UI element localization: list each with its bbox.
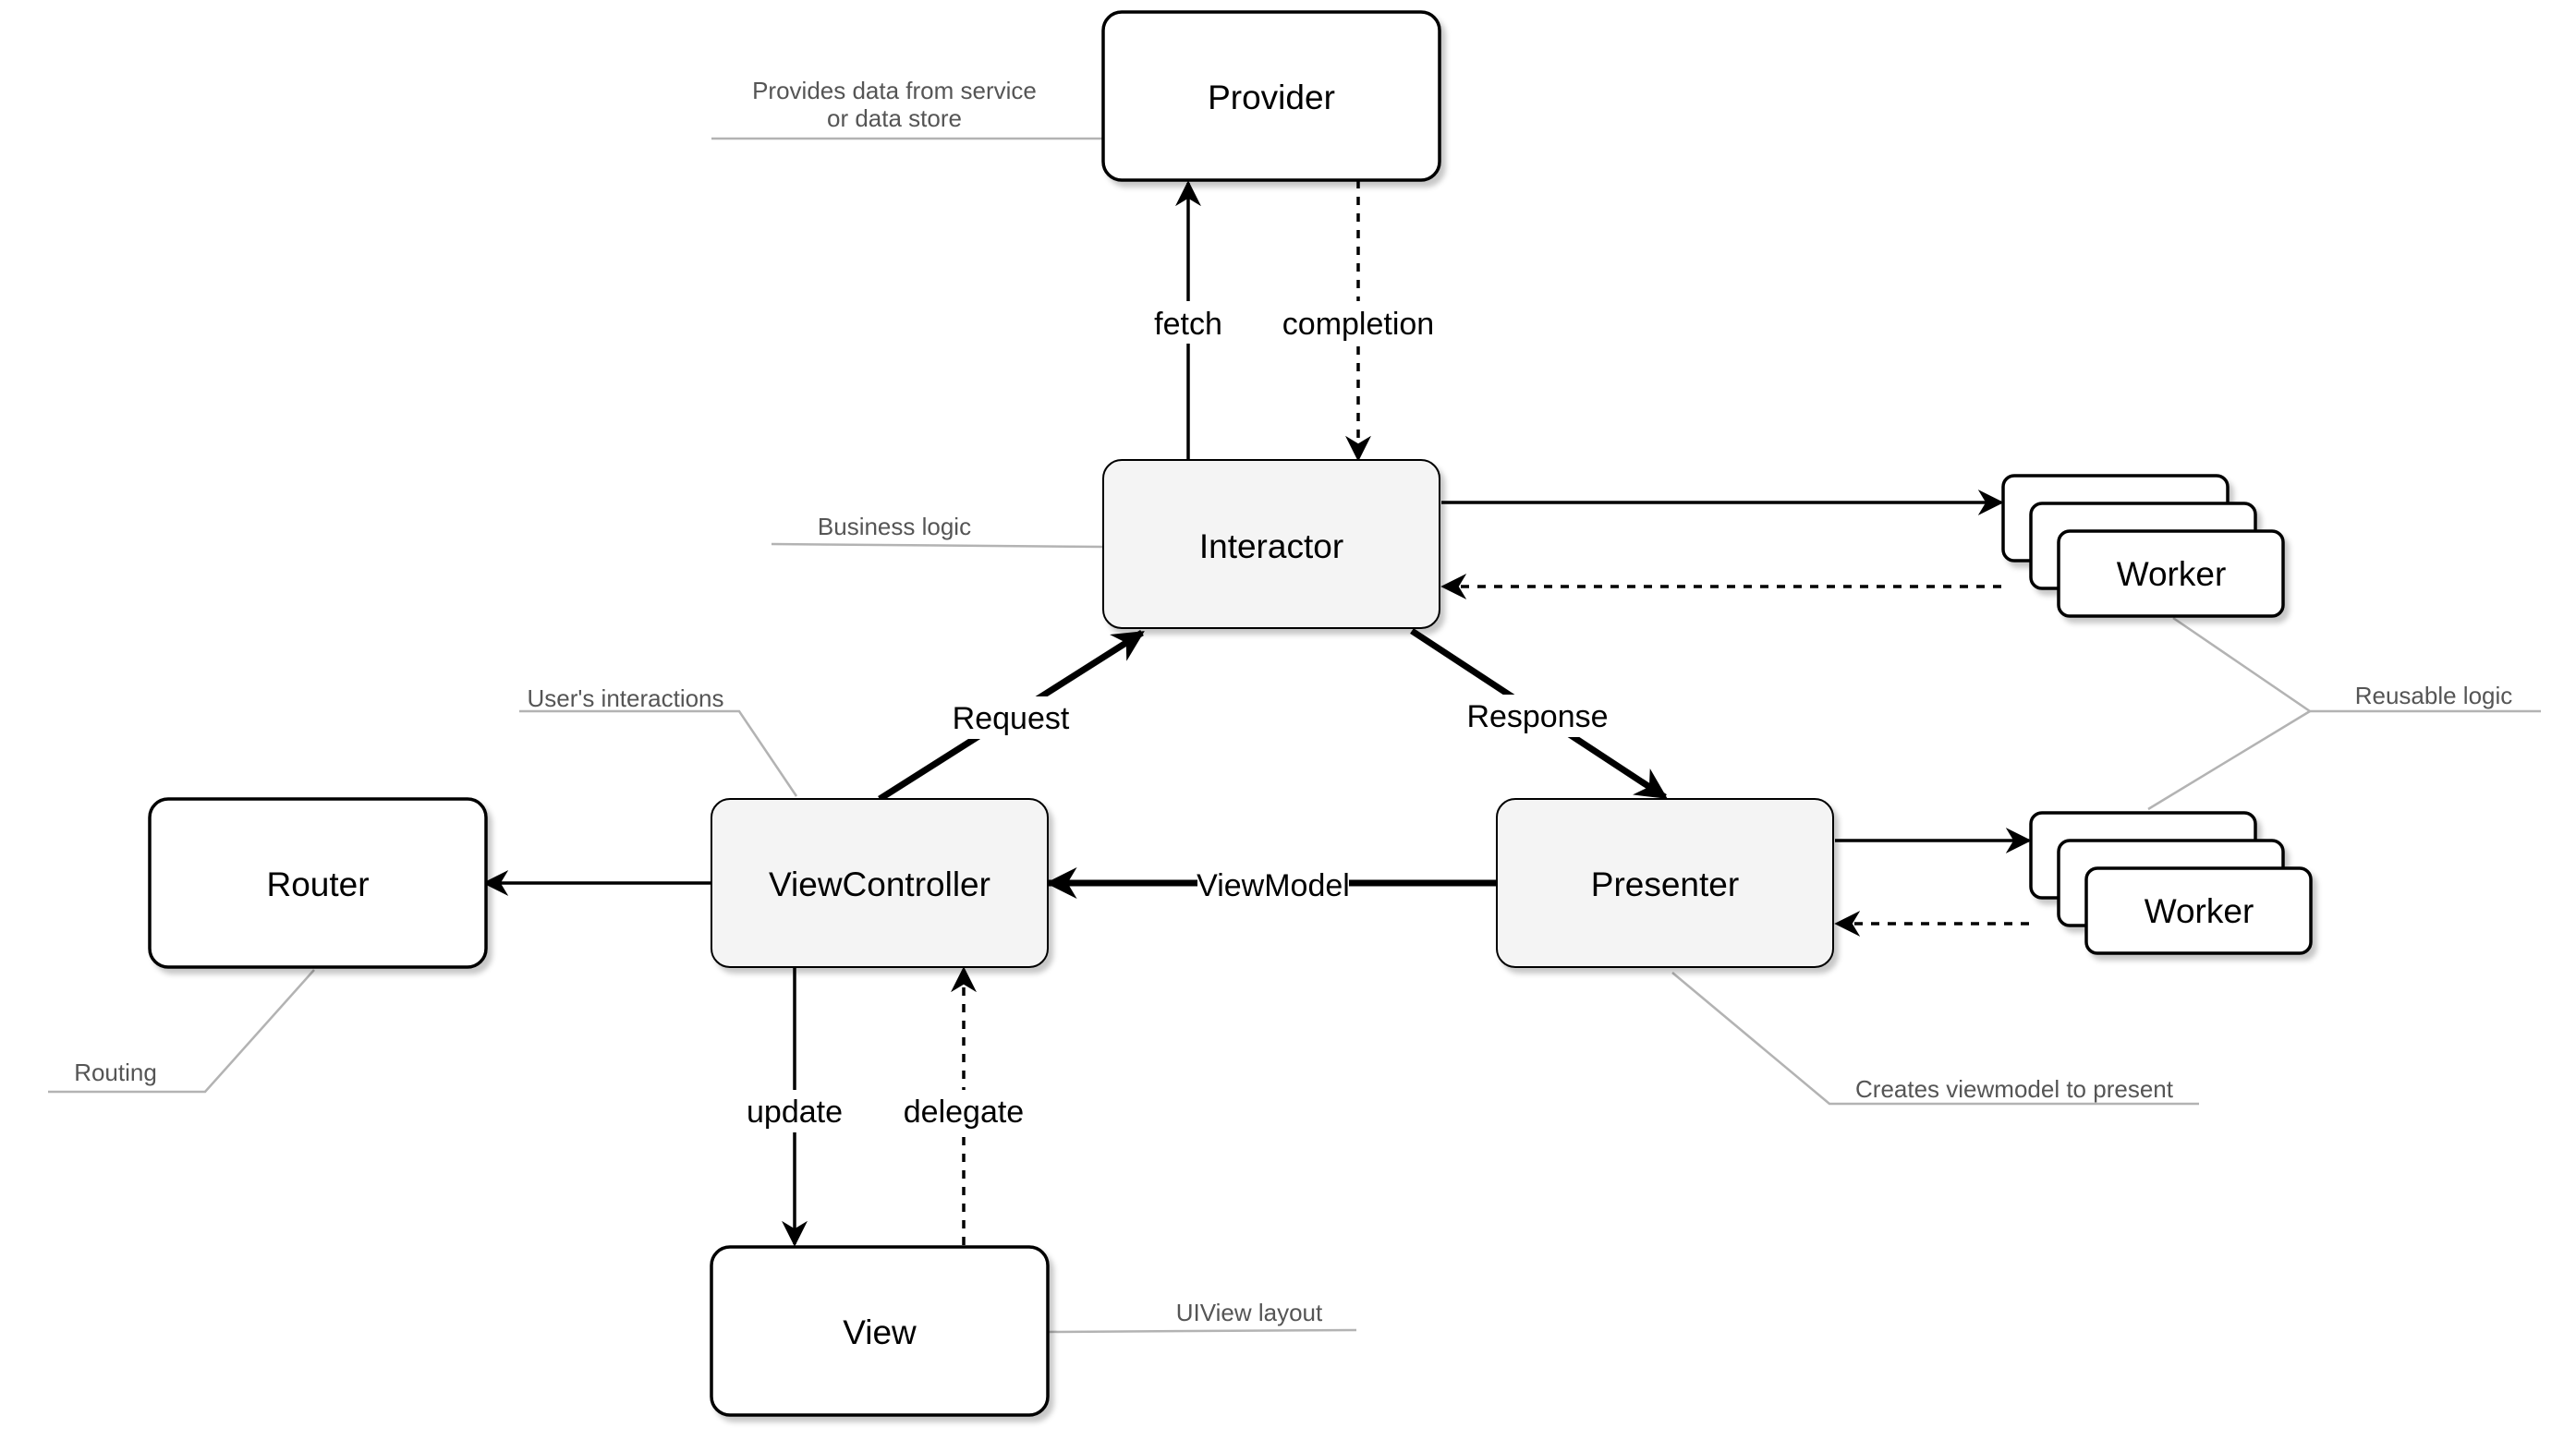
routing-note: Routing — [74, 1059, 157, 1086]
interactor-label: Interactor — [1199, 527, 1343, 565]
router-label: Router — [266, 865, 369, 903]
view-label: View — [843, 1313, 917, 1351]
worker-card-front — [2057, 529, 2285, 618]
delegate-label-bg — [904, 1090, 1024, 1132]
interactor-node: Interactor — [1102, 459, 1440, 629]
update-label-bg — [741, 1090, 848, 1132]
router-node: Router — [148, 797, 488, 969]
annotation-notes: Provides data from service or data store… — [74, 77, 2512, 1326]
worker-presenter-label: Worker — [2145, 892, 2254, 930]
routing-note-line — [48, 969, 315, 1094]
response-label-bg — [1464, 695, 1611, 737]
provider-note-line2: or data store — [827, 104, 962, 132]
completion-label: completion — [1282, 307, 1434, 342]
annotation-lines — [48, 137, 2541, 1334]
business-logic-note-line — [771, 542, 1105, 549]
provider-label: Provider — [1208, 79, 1335, 116]
update-label: update — [747, 1095, 843, 1130]
creates-viewmodel-note-line — [1671, 972, 2199, 1106]
presenter-label: Presenter — [1591, 865, 1739, 903]
business-logic-note: Business logic — [818, 513, 971, 540]
response-label: Response — [1466, 699, 1608, 734]
fetch-label-bg — [1146, 301, 1231, 344]
reusable-logic-note-line-bottom — [2147, 709, 2311, 811]
provider-note-line1: Provides data from service — [752, 77, 1037, 104]
presenter-node: Presenter — [1496, 798, 1834, 968]
request-label-bg — [948, 696, 1074, 739]
view-controller-node: ViewController — [711, 798, 1049, 968]
delegate-label: delegate — [904, 1095, 1024, 1130]
worker-interactor-label: Worker — [2117, 555, 2227, 593]
provider-node: Provider — [1101, 10, 1441, 182]
uiview-layout-note-line — [1046, 1328, 1357, 1334]
uiview-layout-note: UIView layout — [1176, 1299, 1323, 1326]
view-controller-label: ViewController — [769, 865, 990, 903]
worker-card-front — [2084, 866, 2313, 955]
edge-labels: fetch completion Request Response ViewMo… — [741, 301, 1611, 1132]
worker-stack-interactor: Worker — [2001, 474, 2285, 618]
reusable-logic-note: Reusable logic — [2355, 682, 2513, 709]
users-interactions-note: User's interactions — [527, 684, 723, 712]
view-node: View — [710, 1245, 1050, 1417]
viewmodel-label: ViewModel — [1197, 868, 1350, 903]
fetch-label: fetch — [1154, 307, 1222, 342]
worker-stack-presenter: Worker — [2029, 811, 2313, 955]
users-interactions-note-line — [519, 709, 798, 797]
request-label: Request — [953, 701, 1070, 736]
completion-label-bg — [1280, 301, 1437, 344]
viewmodel-label-bg — [1197, 865, 1349, 903]
creates-viewmodel-note: Creates viewmodel to present — [1855, 1075, 2174, 1103]
